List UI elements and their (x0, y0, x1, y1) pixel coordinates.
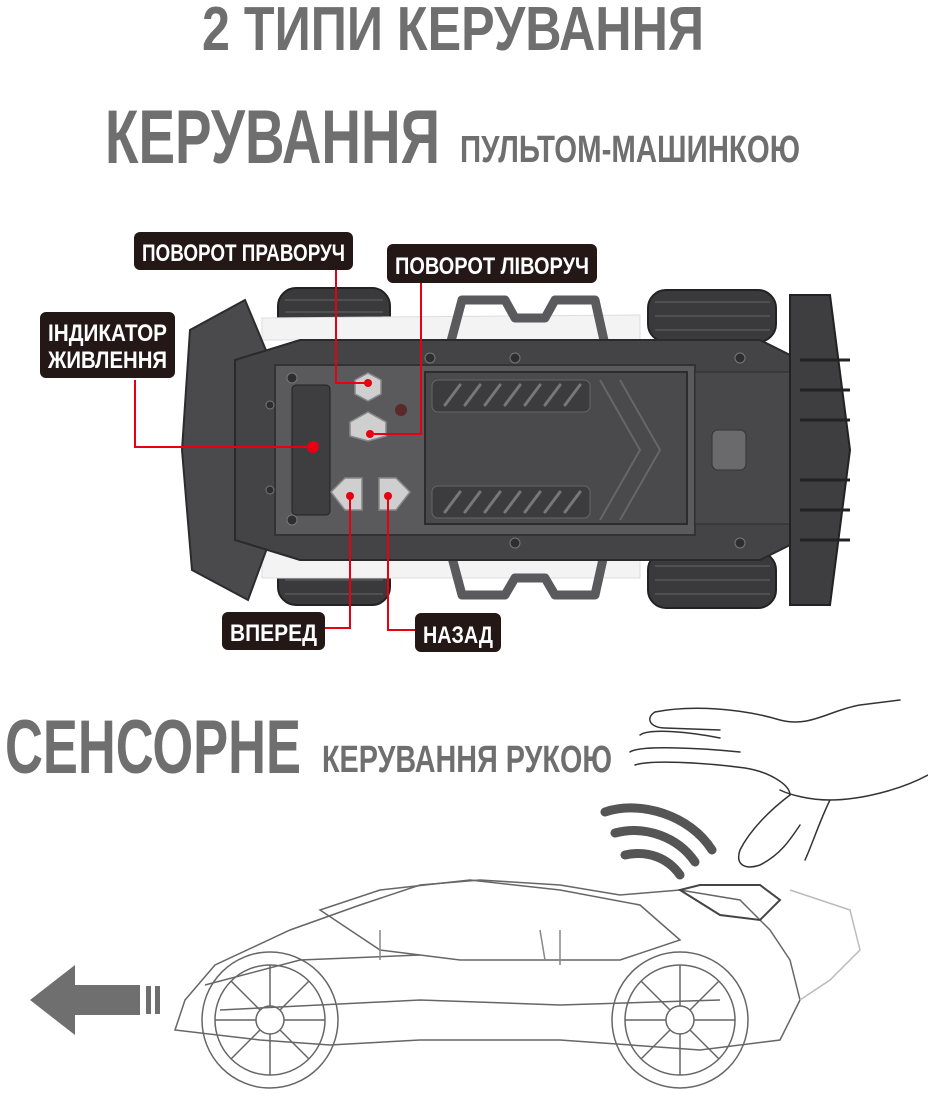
hand-illustration (629, 699, 928, 868)
svg-text:ЖИВЛЕННЯ: ЖИВЛЕННЯ (47, 347, 167, 374)
svg-text:ВПЕРЕД: ВПЕРЕД (230, 620, 317, 647)
gesture-subheading: КЕРУВАННЯ РУКОЮ (322, 739, 612, 781)
svg-text:ПОВОРОТ ЛІВОРУЧ: ПОВОРОТ ЛІВОРУЧ (395, 253, 589, 280)
main-title: 2 ТИПИ КЕРУВАННЯ (202, 0, 704, 64)
label-forward: ВПЕРЕД (222, 612, 325, 650)
label-backward: НАЗАД (415, 613, 501, 652)
svg-text:ІНДИКАТОР: ІНДИКАТОР (48, 320, 167, 347)
arrow-left-icon (30, 965, 160, 1035)
label-turn-left: ПОВОРОТ ЛІВОРУЧ (387, 244, 597, 283)
remote-heading: КЕРУВАННЯ (105, 95, 440, 180)
car-side-view (173, 879, 861, 1089)
svg-text:НАЗАД: НАЗАД (423, 622, 493, 649)
label-turn-right: ПОВОРОТ ПРАВОРУЧ (134, 232, 353, 270)
label-power-indicator: ІНДИКАТОР ЖИВЛЕННЯ (40, 312, 175, 378)
signal-waves-icon (600, 803, 717, 880)
svg-text:ПОВОРОТ ПРАВОРУЧ: ПОВОРОТ ПРАВОРУЧ (142, 240, 345, 267)
car-top-view (180, 287, 852, 609)
pointer-lines (134, 270, 422, 631)
remote-subheading: ПУЛЬТОМ-МАШИНКОЮ (460, 129, 800, 171)
gesture-heading: СЕНСОРНЕ (5, 705, 301, 790)
